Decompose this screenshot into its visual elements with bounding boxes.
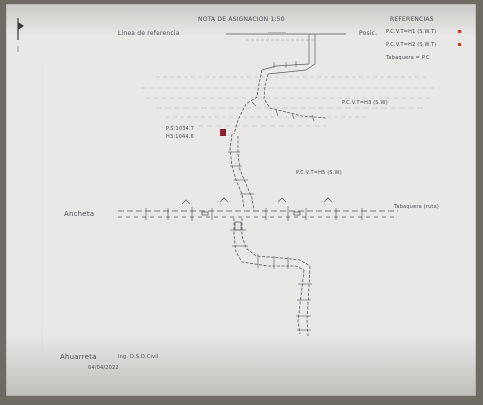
legend-item-2: P.C.V.T=H2 (S.W.T) [386, 42, 437, 48]
drawing-sheet: NOTA DE ASIGNACION 1:50 Linea de referen… [6, 4, 476, 396]
mid-annotation: P.C.V.T=H5 (S.W) [296, 170, 342, 176]
road-ticks [145, 206, 363, 221]
legend-mark-2 [458, 43, 461, 46]
legend-item-3: Tabaquera = P.C [386, 55, 430, 61]
legend-mark-1 [458, 30, 461, 33]
sheet-title: NOTA DE ASIGNACION 1:50 [198, 16, 285, 23]
road-left-label: Ancheta [64, 210, 95, 218]
sketch-canvas [17, 18, 461, 364]
station-label-2: H3:1044.6 [166, 134, 194, 140]
signature-name: Ahuarreta [60, 353, 97, 361]
signature-date: 04/04/2022 [88, 365, 119, 371]
route-ticks-upper [251, 61, 315, 122]
upper-annotation: P.C.V.T=H3 (S.W) [342, 100, 388, 106]
header-left-label: Linea de referencia [118, 30, 180, 37]
sheet-shadow-top [6, 4, 476, 36]
junction-box [234, 221, 242, 231]
header-mid-label: --------- [268, 30, 287, 36]
inlet-pipe [261, 34, 316, 75]
road-symbols [181, 197, 333, 216]
lower-branch-ticks [230, 229, 312, 331]
header-right-label: Posic. [359, 30, 378, 37]
main-road [118, 210, 398, 218]
signature-title: Ing. D.S.D.Civil [118, 354, 159, 360]
lower-branch [233, 218, 311, 337]
station-label-1: P.S:1034.7 [166, 126, 195, 132]
legend-title: REFERENCIAS [390, 16, 434, 23]
station-marker [220, 129, 226, 136]
binder-clip-icon [17, 18, 24, 52]
main-route-mid [229, 133, 255, 211]
sheet-shadow-bottom [6, 334, 476, 396]
pencil-hatching [141, 76, 436, 127]
route-ticks-mid [228, 151, 254, 195]
legend-item-1: P.C.V.T=H1 (S.W.T) [386, 29, 437, 35]
main-route-upper [233, 69, 327, 135]
road-right-label: Tabaquera (ruta) [394, 204, 440, 210]
